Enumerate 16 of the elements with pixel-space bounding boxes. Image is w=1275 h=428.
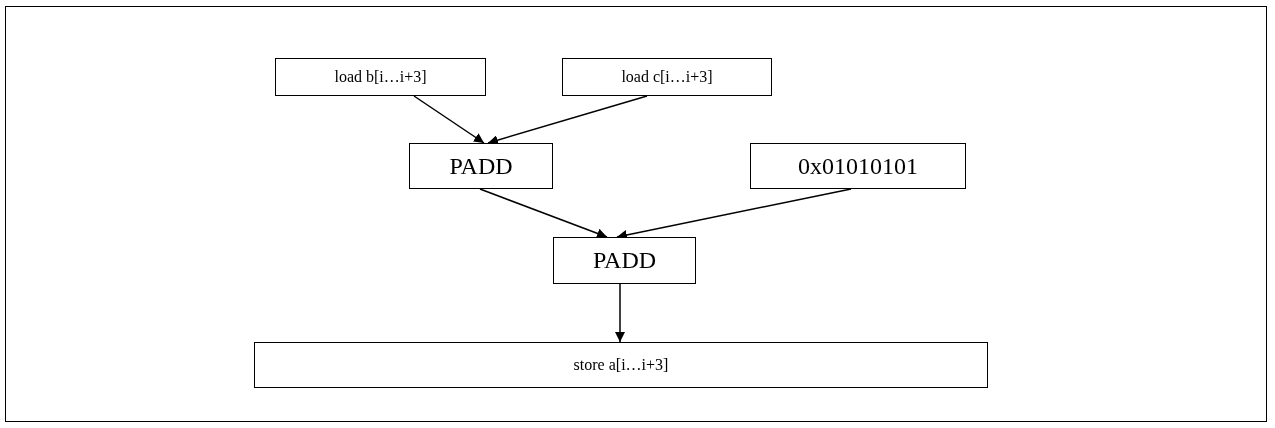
arrow xyxy=(487,95,648,145)
process-box xyxy=(553,237,696,284)
node-label: load c[i…i+3] xyxy=(621,68,713,86)
process-box xyxy=(409,143,553,189)
arrow xyxy=(615,283,625,343)
node-label: store a[i…i+3] xyxy=(573,356,669,374)
node-label: PADD xyxy=(592,247,657,274)
arrow xyxy=(413,95,485,144)
process-box xyxy=(254,342,988,388)
process-box xyxy=(750,143,966,189)
process-box xyxy=(275,58,486,96)
arrow xyxy=(479,188,608,239)
node-label: load b[i…i+3] xyxy=(334,68,427,86)
node-label: 0x01010101 xyxy=(798,152,918,180)
node-label: PADD xyxy=(449,152,513,180)
process-box xyxy=(562,58,772,96)
